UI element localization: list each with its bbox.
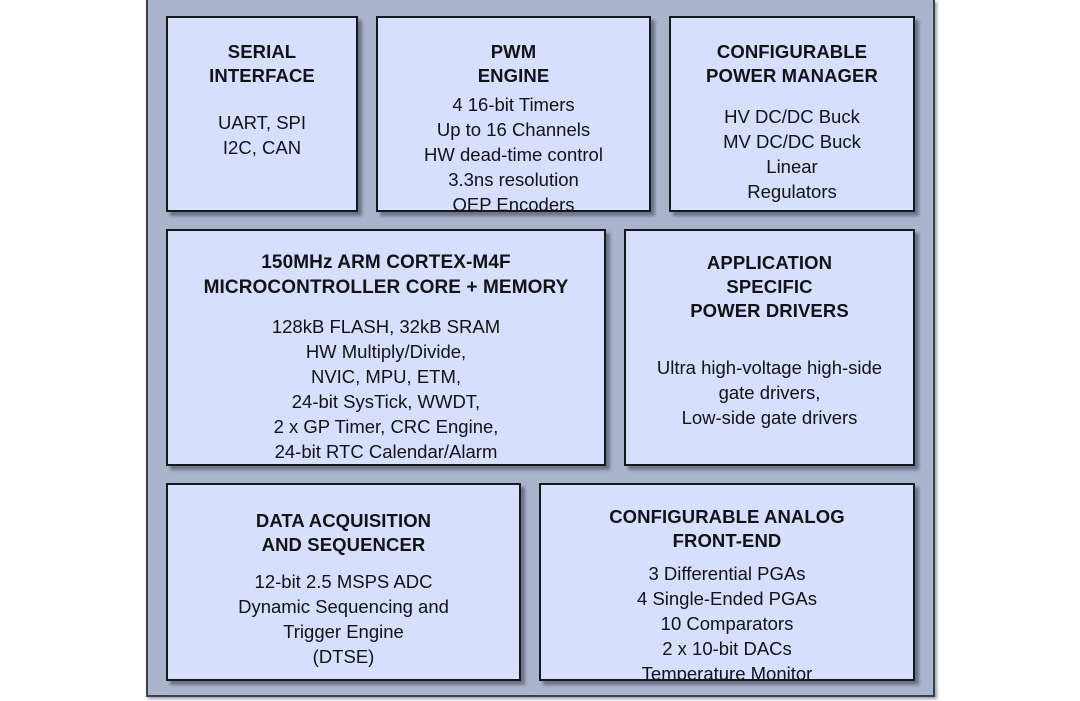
diagram-row-bottom: DATA ACQUISITION AND SEQUENCER 12-bit 2.… — [166, 483, 915, 681]
block-body: 4 16-bit Timers Up to 16 Channels HW dea… — [424, 94, 603, 212]
block-pwm-engine: PWM ENGINE 4 16-bit Timers Up to 16 Chan… — [376, 16, 651, 212]
block-serial-interface: SERIAL INTERFACE UART, SPI I2C, CAN — [166, 16, 358, 212]
block-application-specific-power-drivers: APPLICATION SPECIFIC POWER DRIVERS Ultra… — [624, 229, 915, 466]
block-title: APPLICATION SPECIFIC POWER DRIVERS — [690, 252, 849, 321]
block-grid: SERIAL INTERFACE UART, SPI I2C, CAN PWM … — [148, 0, 933, 695]
block-body: Ultra high-voltage high-side gate driver… — [656, 357, 883, 428]
block-configurable-power-manager: CONFIGURABLE POWER MANAGER HV DC/DC Buck… — [669, 16, 915, 212]
block-body: 128kB FLASH, 32kB SRAM HW Multiply/Divid… — [271, 316, 501, 462]
block-title: PWM ENGINE — [477, 41, 550, 86]
block-microcontroller-core: 150MHz ARM CORTEX-M4F MICROCONTROLLER CO… — [166, 229, 606, 466]
block-title: CONFIGURABLE ANALOG FRONT-END — [609, 506, 845, 551]
block-body: 12-bit 2.5 MSPS ADC Dynamic Sequencing a… — [238, 571, 449, 667]
block-diagram-panel: SERIAL INTERFACE UART, SPI I2C, CAN PWM … — [146, 0, 935, 697]
block-title: SERIAL INTERFACE — [209, 41, 315, 86]
diagram-row-top: SERIAL INTERFACE UART, SPI I2C, CAN PWM … — [166, 16, 915, 212]
block-data-acquisition-and-sequencer: DATA ACQUISITION AND SEQUENCER 12-bit 2.… — [166, 483, 521, 681]
block-title: DATA ACQUISITION AND SEQUENCER — [255, 510, 432, 555]
block-body: 3 Differential PGAs 4 Single-Ended PGAs … — [637, 563, 817, 681]
diagram-row-middle: 150MHz ARM CORTEX-M4F MICROCONTROLLER CO… — [166, 229, 915, 466]
block-body: UART, SPI I2C, CAN — [217, 112, 307, 158]
block-configurable-analog-front-end: CONFIGURABLE ANALOG FRONT-END 3 Differen… — [539, 483, 915, 681]
block-title: CONFIGURABLE POWER MANAGER — [706, 41, 878, 86]
block-title: 150MHz ARM CORTEX-M4F MICROCONTROLLER CO… — [203, 252, 569, 298]
block-body: HV DC/DC Buck MV DC/DC Buck Linear Regul… — [723, 106, 861, 202]
